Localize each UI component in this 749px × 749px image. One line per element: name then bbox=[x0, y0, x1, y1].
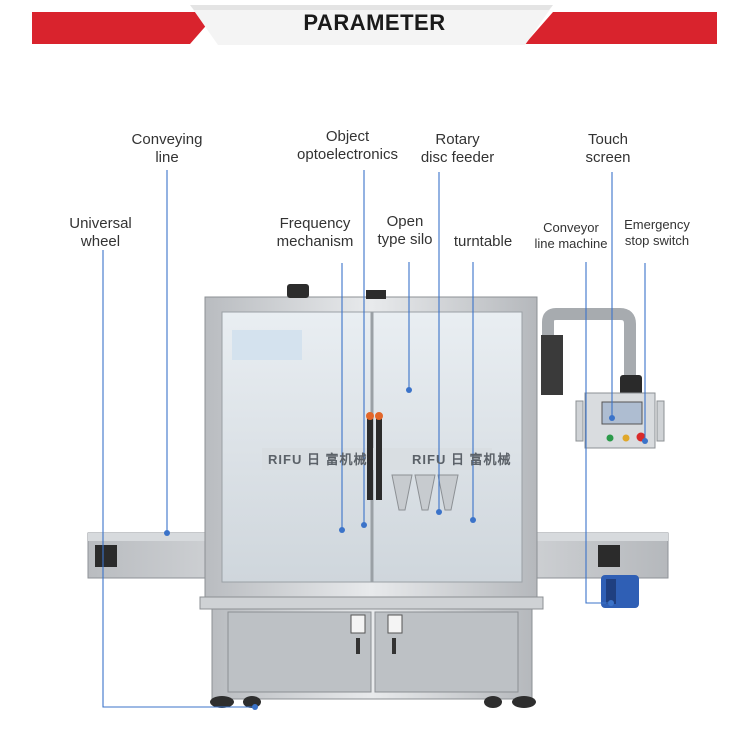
banner-right-stripe bbox=[525, 12, 717, 44]
leader-lines bbox=[102, 170, 646, 708]
top-sensor bbox=[287, 284, 309, 298]
banner-center-plate bbox=[190, 5, 553, 45]
page-title: PARAMETER bbox=[303, 10, 446, 35]
machine-frame bbox=[204, 296, 538, 598]
banner-left-stripe bbox=[32, 12, 218, 44]
label-turntable: turntable bbox=[453, 233, 513, 250]
leader-dots bbox=[164, 387, 648, 710]
brand-logo-left: RIFU 日 富机械 bbox=[268, 452, 368, 467]
touch-panel bbox=[541, 308, 665, 449]
sensor-tube bbox=[367, 415, 373, 500]
caster-wheels bbox=[210, 696, 536, 708]
lower-cabinet bbox=[199, 596, 544, 700]
feeder-cones bbox=[391, 474, 459, 511]
brand-logo-right: RIFU 日 富机械 bbox=[412, 452, 512, 467]
conveyor-motor bbox=[601, 575, 639, 608]
header-banner bbox=[32, 5, 717, 45]
